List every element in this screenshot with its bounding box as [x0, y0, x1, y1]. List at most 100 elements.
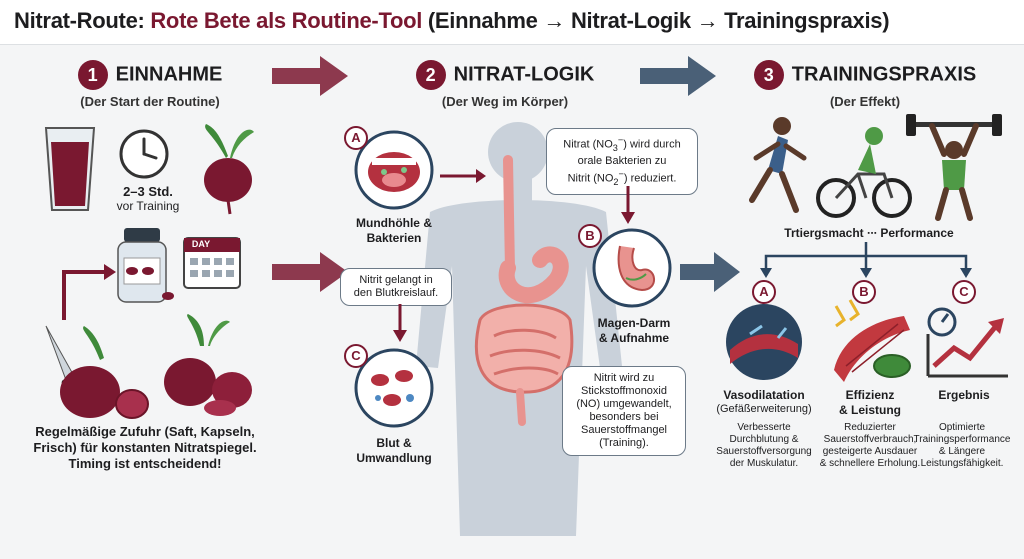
bubble-b-text-1: Nitrit gelangt in — [359, 274, 433, 286]
calendar-day-label: DAY — [191, 239, 211, 249]
step-3-subtitle: (Der Effekt) — [829, 94, 901, 109]
effect-c-title: Ergebnis — [938, 388, 990, 402]
effect-a-desc-2: Durchblutung & — [729, 434, 799, 445]
effect-a-desc-4: der Muskulatur. — [729, 458, 799, 469]
effect-branch-lines — [760, 242, 972, 278]
stage-a-label-1: Mundhöhle & — [356, 216, 432, 230]
stage-c-label: Blut & Umwandlung — [344, 436, 444, 466]
bubble-b-text-2: den Blutkreislauf. — [353, 287, 439, 299]
effect-b-title: Effizienz — [845, 388, 895, 402]
step-1-number: 1 — [77, 60, 108, 90]
step-2-number: 2 — [415, 60, 446, 90]
calendar-icon — [183, 237, 241, 289]
effect-c-badge: C — [952, 280, 976, 304]
step-3-header: 3 TRAININGSPRAXIS (Der Effekt) — [720, 60, 1010, 109]
bubble-nitrate-reduction: Nitrat (NO3−) wird durch orale Bakterien… — [546, 128, 698, 195]
effect-c-desc-2: Trainingsperformance — [913, 434, 1011, 445]
bubble-a-sup-1: − — [617, 135, 624, 145]
blood-vessel-icon — [354, 348, 434, 428]
clock-icon — [119, 129, 169, 179]
einnahme-desc-3: Timing ist entscheidend! — [68, 456, 222, 471]
einnahme-description: Regelmäßige Zufuhr (Saft, Kapseln, Frisc… — [14, 424, 276, 472]
bubble-a-text-1: Nitrat (NO — [563, 138, 613, 151]
effect-b-desc-1: Reduzierter — [844, 422, 896, 433]
timing-before-training: vor Training — [116, 199, 180, 213]
step-1-subtitle: (Der Start der Routine) — [80, 94, 220, 109]
effect-a-subtitle: (Gefäßerweiterung) — [716, 403, 812, 415]
effect-b-subtitle: & Leistung — [839, 403, 901, 417]
effect-b-desc-4: & schnellere Erholung. — [819, 458, 921, 469]
arrow-bubble-to-blood — [393, 304, 407, 342]
bubble-a-sup-2: − — [618, 168, 624, 179]
bubble-a-sub-1: 3 — [612, 142, 618, 153]
effect-c-desc: Optimierte Trainingsperformance & Länger… — [904, 422, 1020, 470]
routine-loop-arrow — [62, 264, 116, 320]
bubble-c-text-3: (NO) umgewandelt, — [576, 398, 672, 410]
runner-icon — [749, 117, 807, 213]
einnahme-desc-1: Regelmäßige Zufuhr (Saft, Kapseln, — [35, 424, 255, 439]
vasodilation-icon — [726, 304, 802, 380]
flow-arrow-2-top — [640, 56, 716, 96]
stage-a-label: Mundhöhle & Bakterien — [344, 216, 444, 246]
effect-b-badge: B — [852, 280, 876, 304]
stage-b-label-2: & Aufnahme — [598, 331, 670, 345]
effect-c-desc-3: & Längere — [938, 446, 986, 457]
beet-root-icon — [204, 124, 254, 215]
stage-b-label: Magen-Darm & Aufnahme — [584, 316, 684, 346]
step-1-header: 1 EINNAHME (Der Start der Routine) — [20, 60, 280, 109]
bubble-c-text-2: Stickstoffmonoxid — [580, 385, 667, 397]
step-3-title: TRAININGSPRAXIS — [791, 63, 977, 86]
timing-hours: 2–3 Std. — [123, 184, 173, 199]
digestive-tract — [474, 155, 574, 426]
bubble-c-text-5: Sauerstoffmangel — [580, 424, 668, 436]
step-3-number: 3 — [753, 60, 784, 90]
beet-juice-glass-icon — [44, 127, 96, 211]
stage-a-label-2: Bakterien — [366, 231, 422, 245]
effect-c-desc-4: Leistungsfähigkeit. — [920, 458, 1004, 469]
stage-b-label-1: Magen-Darm — [597, 316, 671, 330]
bubble-a-text-4: Nitrit (NO — [567, 172, 614, 185]
bubble-nitrite-blood: Nitrit gelangt in den Blutkreislauf. — [340, 268, 452, 306]
title-accent: Rote Bete als Routine-Tool — [150, 8, 423, 33]
einnahme-desc-2: Frisch) für konstanten Nitratspiegel. — [33, 440, 257, 455]
arrow-bubble-to-stomach — [621, 186, 635, 224]
weightlifter-icon — [906, 114, 1002, 221]
performance-label: Trtiergsmacht ∙∙∙ Performance — [784, 226, 954, 240]
title-bar: Nitrat-Route: Rote Bete als Routine-Tool… — [0, 0, 1024, 45]
step-1-title: EINNAHME — [115, 63, 223, 86]
title-suffix: (Einnahme → Nitrat-Logik → Trainingsprax… — [422, 8, 890, 33]
step-2-subtitle: (Der Weg im Körper) — [441, 94, 569, 109]
sliced-beet-icon — [60, 326, 149, 419]
stage-c-label-1: Blut & — [376, 436, 412, 450]
stage-c-label-2: Umwandlung — [356, 451, 432, 465]
effect-c-desc-1: Optimierte — [938, 422, 986, 433]
bubble-c-text-1: Nitrit wird zu — [593, 372, 655, 384]
effect-b-desc: Reduzierter Sauerstoffverbrauch, gesteig… — [808, 422, 932, 470]
capsule-bottle-icon — [117, 228, 174, 303]
effect-a-desc-3: Sauerstoffversorgung — [716, 446, 812, 457]
page-title: Nitrat-Route: Rote Bete als Routine-Tool… — [14, 8, 890, 34]
stage-b-badge: B — [578, 224, 602, 248]
bubble-no-conversion: Nitrit wird zu Stickstoffmonoxid (NO) um… — [562, 366, 686, 456]
step-2-title: NITRAT-LOGIK — [453, 63, 595, 86]
bubble-a-text-3: orale Bakterien zu — [577, 154, 667, 167]
muscle-mitochondria-icon — [834, 299, 911, 382]
stomach-icon — [592, 228, 672, 308]
effect-a-badge: A — [752, 280, 776, 304]
stage-a-badge: A — [344, 126, 368, 150]
beet-group-icon — [164, 314, 252, 416]
flow-arrow-1-top — [272, 56, 348, 96]
bubble-a-sub-2: 2 — [613, 176, 619, 187]
bubble-a-text-5: ) reduziert. — [623, 172, 677, 185]
effect-a-desc: Verbesserte Durchblutung & Sauerstoffver… — [704, 422, 824, 470]
bubble-a-text-2: ) wird durch — [623, 138, 681, 151]
effect-a-title: Vasodilatation — [723, 388, 805, 402]
stage-c-badge: C — [344, 344, 368, 368]
title-prefix: Nitrat-Route: — [14, 8, 151, 33]
bubble-c-text-6: (Training). — [599, 437, 649, 449]
effect-b-desc-3: gesteigerte Ausdauer — [822, 446, 918, 457]
step-2-header: 2 NITRAT-LOGIK (Der Weg im Körper) — [370, 60, 640, 109]
mouth-bacteria-icon — [354, 130, 434, 210]
growth-chart-icon — [926, 307, 1008, 378]
cyclist-icon — [816, 127, 912, 218]
